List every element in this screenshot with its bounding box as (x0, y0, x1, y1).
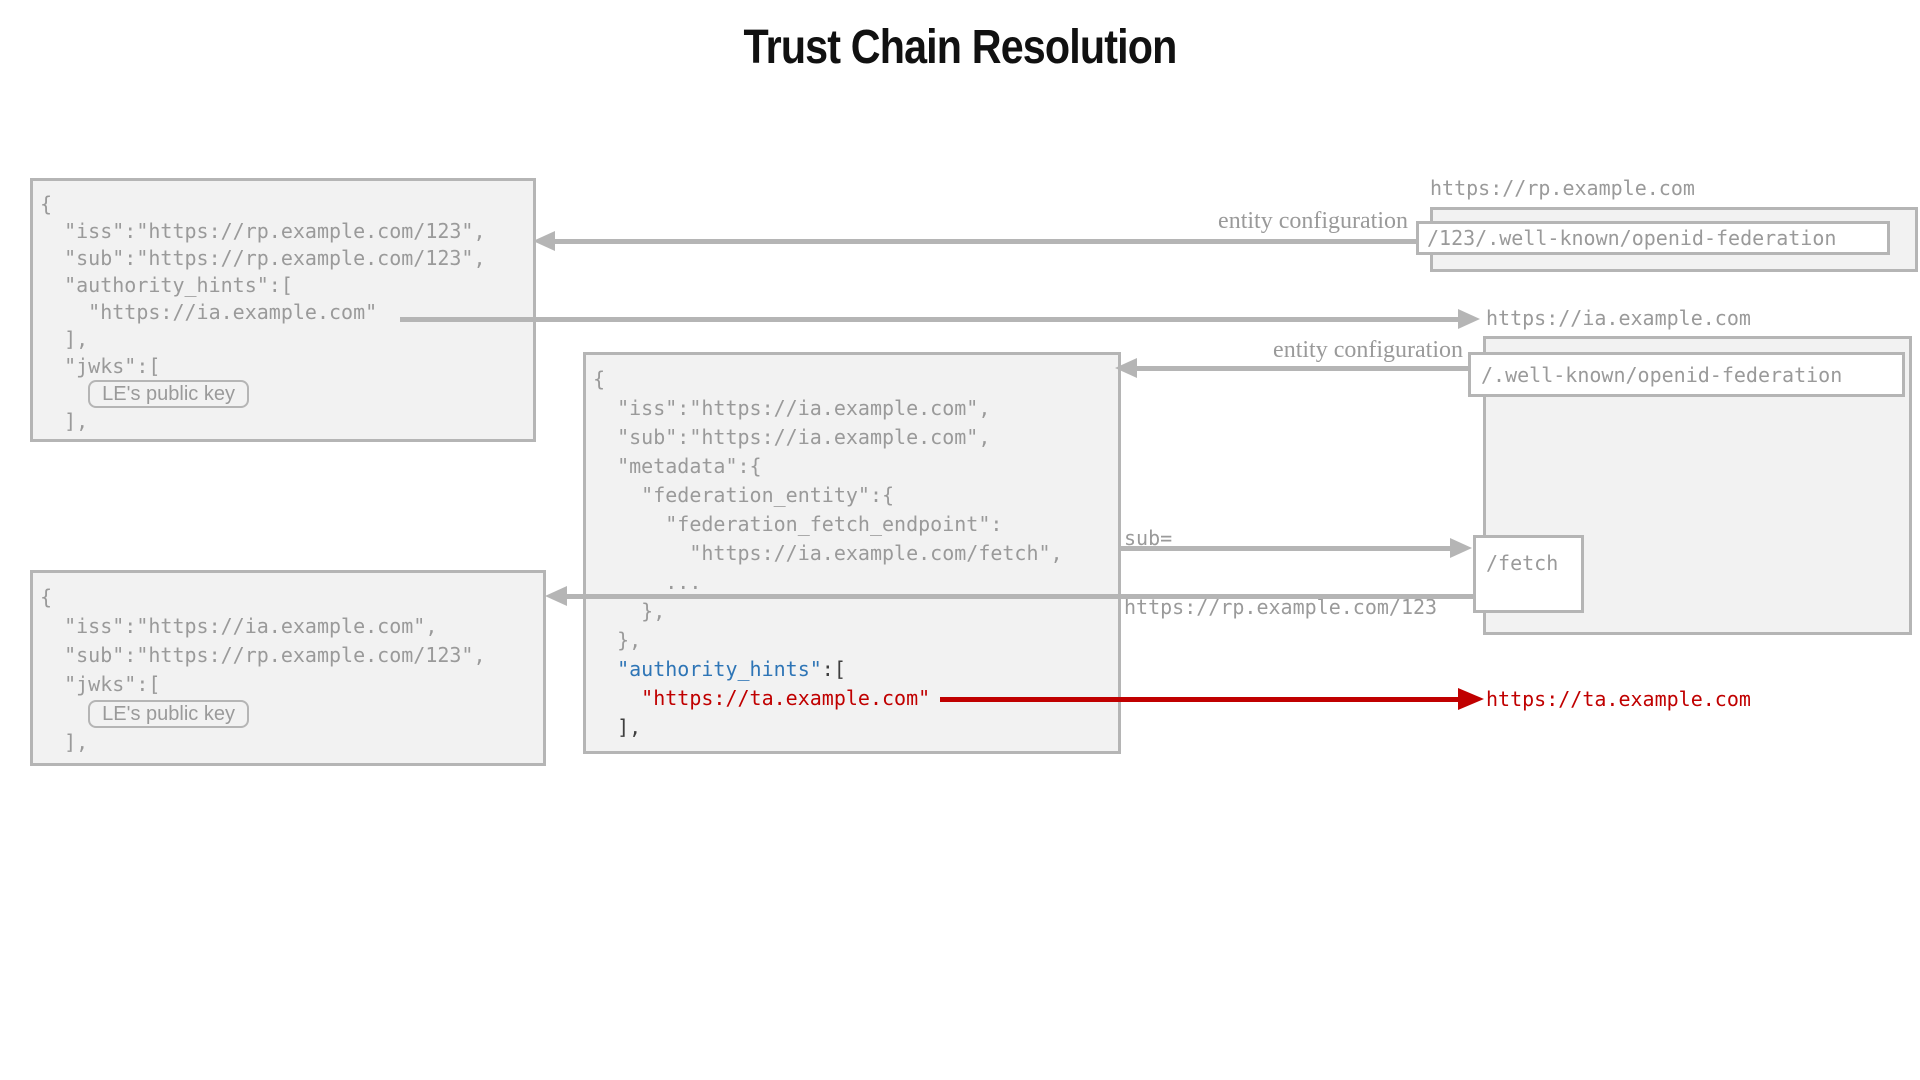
code-line: ], (40, 730, 89, 754)
code-line: "sub":"https://ia.example.com", (593, 425, 991, 449)
page-title: Trust Chain Resolution (743, 21, 1178, 74)
indent (40, 381, 88, 405)
le-public-key-pill: LE's public key (88, 380, 249, 408)
ia-entity-configuration-box: { "iss":"https://ia.example.com", "sub":… (583, 352, 1121, 754)
code-line: "iss":"https://rp.example.com/123", (40, 219, 486, 243)
rp-well-known-path: /123/.well-known/openid-federation (1427, 226, 1837, 250)
subordinate-statement-box: { "iss":"https://ia.example.com", "sub":… (30, 570, 546, 766)
fetch-path: /fetch (1486, 551, 1559, 575)
code-line: "https://ia.example.com/fetch", (593, 541, 1063, 565)
arrowhead-left-icon (533, 231, 555, 251)
code-line: "iss":"https://ia.example.com", (593, 396, 991, 420)
fetch-endpoint-box: /fetch (1473, 535, 1584, 613)
fetch-sub-line1: sub= (1124, 526, 1173, 550)
indent (593, 686, 641, 710)
code-line: "sub":"https://rp.example.com/123", (40, 643, 486, 667)
ia-well-known-box: /.well-known/openid-federation (1468, 352, 1905, 397)
ta-entity-url: https://ta.example.com (1486, 687, 1751, 711)
arrow-fetch-request (1120, 546, 1450, 551)
code-line: { (40, 192, 53, 216)
authority-hints-key: "authority_hints" (617, 657, 822, 681)
entity-configuration-label-rp: entity configuration (1218, 208, 1408, 234)
entity-configuration-label-ia: entity configuration (1273, 337, 1463, 363)
code-line: "authority_hints":[ (40, 273, 293, 297)
code-line: "https://ta.example.com" (593, 684, 1118, 713)
arrowhead-right-icon (1458, 309, 1480, 329)
code-line: "federation_fetch_endpoint": (593, 512, 1003, 536)
authority-hints-bracket: :[ (821, 657, 846, 681)
ia-well-known-path: /.well-known/openid-federation (1481, 363, 1843, 387)
indent (593, 657, 617, 681)
code-line: { (593, 367, 606, 391)
arrow-authority-hint-ta (940, 697, 1458, 702)
rp-entity-url: https://rp.example.com (1430, 176, 1695, 200)
arrow-entity-configuration-ia (1135, 366, 1468, 371)
code-line: "federation_entity":{ (593, 483, 895, 507)
code-line: LE's public key (40, 380, 533, 408)
code-line: "sub":"https://rp.example.com/123", (40, 246, 486, 270)
arrow-fetch-response (565, 594, 1473, 599)
arrow-entity-configuration-rp (553, 239, 1416, 244)
code-line: "authority_hints":[ (593, 655, 1118, 684)
arrowhead-left-icon (1115, 358, 1137, 378)
code-line: "jwks":[ (40, 354, 161, 378)
rp-well-known-box: /123/.well-known/openid-federation (1416, 221, 1890, 255)
code-line: ], (40, 409, 89, 433)
code-line: LE's public key (40, 699, 543, 728)
code-line: }, (593, 599, 666, 623)
arrow-authority-hint-ia (400, 317, 1458, 322)
code-line: "jwks":[ (40, 672, 161, 696)
code-line: "metadata":{ (593, 454, 762, 478)
fetch-sub-label: sub= https://rp.example.com/123 (1124, 481, 1437, 665)
arrowhead-left-icon (545, 586, 567, 606)
arrowhead-right-red-icon (1458, 688, 1484, 710)
ta-url-value: "https://ta.example.com" (641, 686, 931, 710)
rp-entity-configuration-box: { "iss":"https://rp.example.com/123", "s… (30, 178, 536, 442)
code-line: ], (40, 327, 89, 351)
code-line: }, (593, 628, 642, 652)
fetch-sub-line2: https://rp.example.com/123 (1124, 595, 1438, 619)
code-line: "iss":"https://ia.example.com", (40, 614, 438, 638)
code-line: { (40, 585, 53, 609)
ia-entity-url: https://ia.example.com (1486, 306, 1751, 330)
indent (40, 701, 88, 725)
code-line: ], (593, 715, 642, 739)
code-line: ... (593, 570, 702, 594)
code-line: "https://ia.example.com" (40, 300, 378, 324)
le-public-key-pill: LE's public key (88, 700, 249, 728)
arrowhead-right-icon (1450, 538, 1472, 558)
